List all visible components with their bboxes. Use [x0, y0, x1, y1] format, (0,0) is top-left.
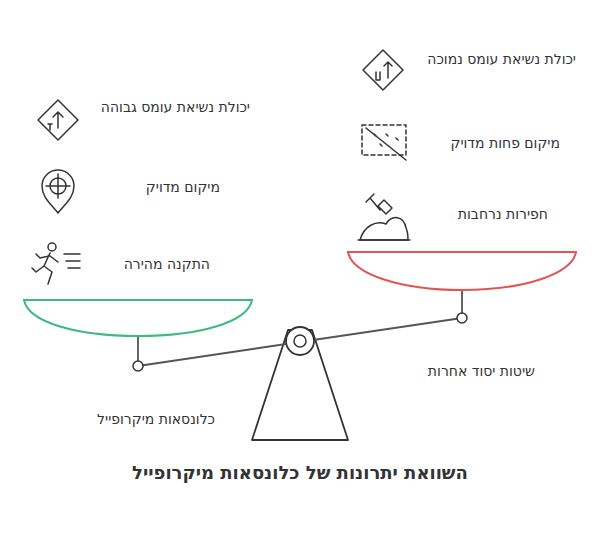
advantage-text: יכולת נשיאת עומס גבוהה [101, 98, 250, 117]
pan-label: שיטות יסוד אחרות [428, 362, 535, 381]
disadvantage-text: חפירות נרחבות [458, 205, 548, 224]
disadvantage-text: יכולת נשיאת עומס נמוכה [427, 50, 576, 69]
advantage-text: מיקום מדויק [146, 178, 220, 197]
pan-label: כלונסאות מיקרופייל [97, 410, 215, 429]
advantage-text: התקנה מהירה [124, 255, 210, 274]
disadvantage-text: מיקום פחות מדויק [450, 134, 560, 153]
diagram-title: השוואת יתרונות של כלונסאות מיקרופייל [10, 463, 590, 482]
